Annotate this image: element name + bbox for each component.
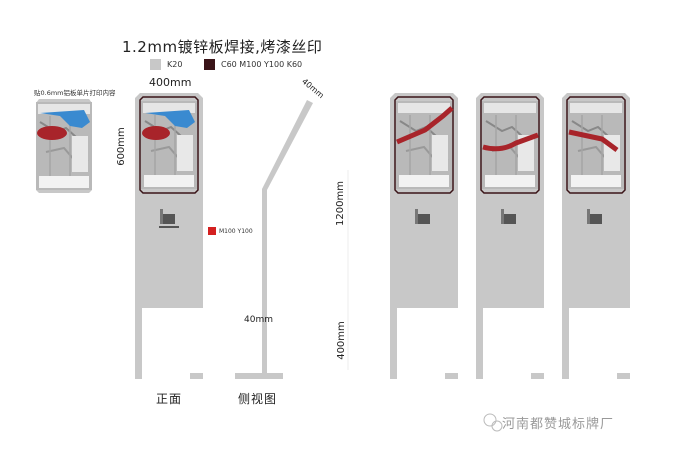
watermark: 河南都赞城标牌厂 bbox=[502, 417, 615, 432]
side-view-post bbox=[235, 100, 313, 379]
accent-swatch bbox=[208, 227, 216, 235]
leg-height-dimension: 400mm bbox=[335, 321, 347, 360]
body-height-dimension: 1200mm bbox=[334, 181, 346, 226]
front-view-sign bbox=[135, 93, 203, 379]
frame-color-swatch bbox=[204, 59, 215, 70]
logo-emblem bbox=[159, 209, 179, 228]
wechat-icon bbox=[483, 413, 503, 432]
post-width-dimension: 40mm bbox=[244, 315, 273, 325]
accent-label: M100 Y100 bbox=[219, 228, 253, 235]
panel-height-dimension: 600mm bbox=[115, 127, 127, 166]
side-view-caption: 侧视图 bbox=[238, 392, 278, 406]
frame-color-label: C60 M100 Y100 K60 bbox=[221, 60, 303, 69]
panel-note: 贴0.6mm铝板单片打印内容 bbox=[34, 89, 116, 97]
sign-variants bbox=[390, 93, 630, 379]
width-dimension: 400mm bbox=[149, 76, 192, 89]
k20-label: K20 bbox=[167, 60, 183, 69]
k20-swatch bbox=[150, 59, 161, 70]
loose-print-panel bbox=[35, 99, 93, 193]
front-view-caption: 正面 bbox=[156, 392, 183, 406]
page-title: 1.2mm镀锌板焊接,烤漆丝印 bbox=[122, 38, 323, 56]
